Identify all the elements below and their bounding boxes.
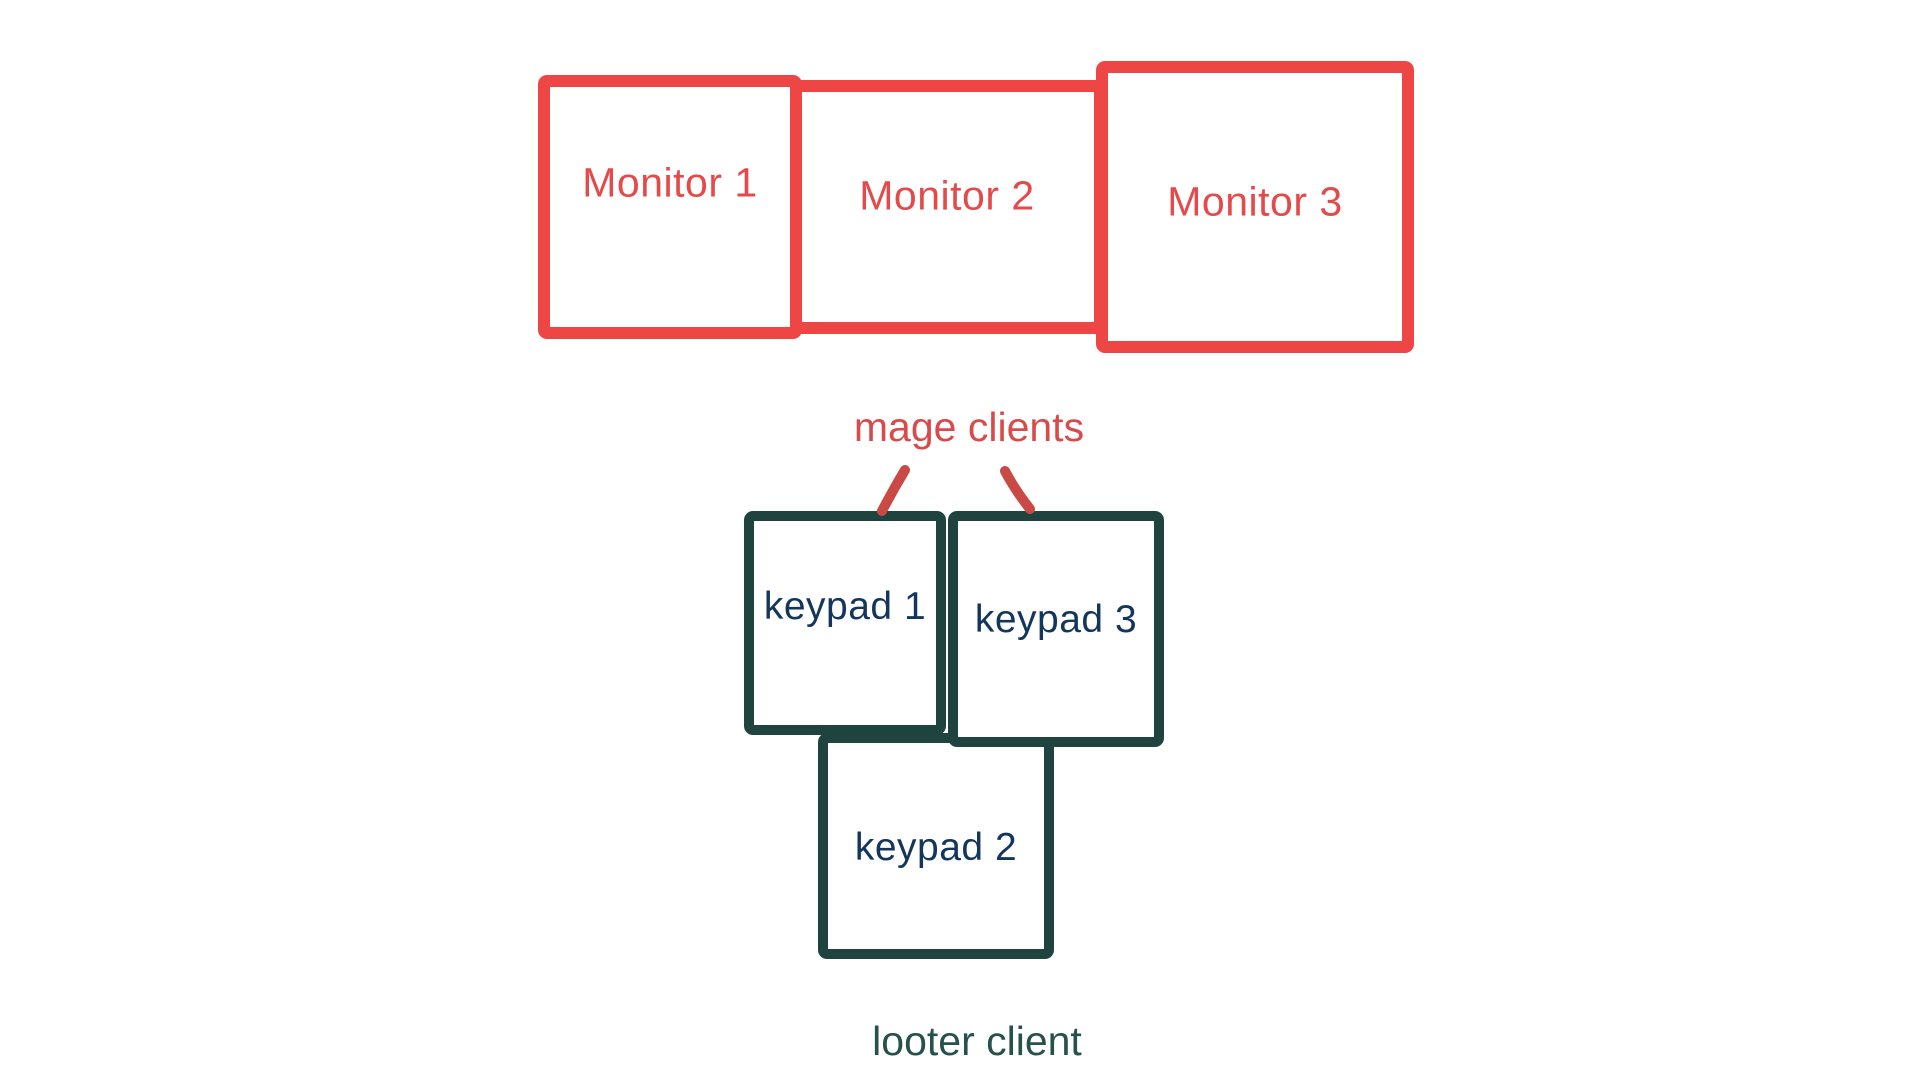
keypad-3-label: keypad 3 [974,598,1138,642]
mage-connector-left-stroke [877,465,910,516]
monitor-2-box: Monitor 2 [788,80,1106,334]
keypad-2-box: keypad 2 [818,733,1054,959]
monitor-1-label: Monitor 1 [582,159,758,206]
monitor-3-box: Monitor 3 [1096,61,1414,353]
keypad-1-box: keypad 1 [744,511,946,735]
keypad-3-box: keypad 3 [948,511,1164,747]
monitor-3-label: Monitor 3 [1167,178,1343,225]
looter-client-caption: looter client [872,1018,1082,1064]
keypad-1-label: keypad 1 [763,584,927,628]
mage-clients-caption: mage clients [853,404,1085,450]
mage-connector-strokes [877,465,1035,516]
monitor-2-label: Monitor 2 [859,172,1035,218]
keypad-2-label: keypad 2 [854,826,1018,870]
monitor-1-box: Monitor 1 [538,75,802,339]
mage-connector-right-stroke [1000,466,1035,514]
